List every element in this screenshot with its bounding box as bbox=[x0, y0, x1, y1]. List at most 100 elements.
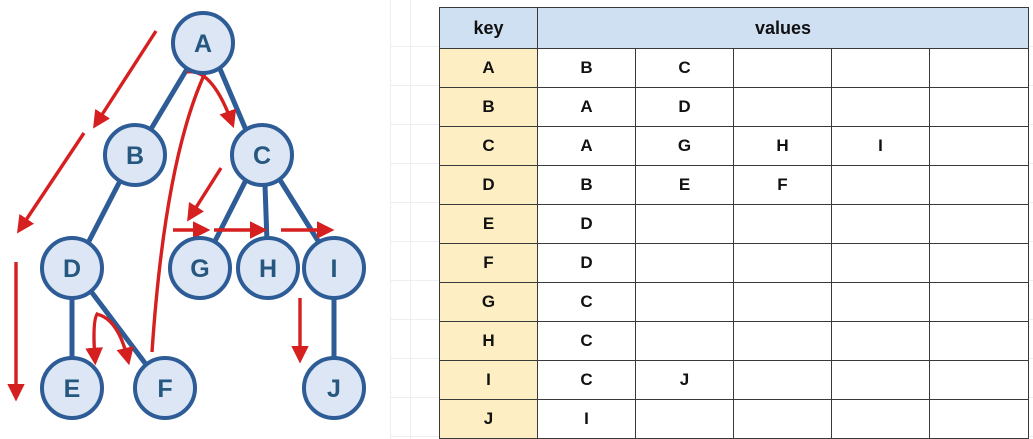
graph-node-d[interactable]: D bbox=[40, 236, 104, 300]
table-cell-value[interactable] bbox=[831, 87, 930, 127]
table-cell-value[interactable] bbox=[928, 282, 1030, 322]
table-cell-value[interactable] bbox=[831, 243, 930, 283]
graph-node-c[interactable]: C bbox=[230, 123, 294, 187]
table-cell-value[interactable] bbox=[831, 204, 930, 244]
edge-b-d bbox=[85, 178, 123, 246]
edge-c-i bbox=[277, 177, 323, 247]
table-cell-value[interactable] bbox=[733, 282, 832, 322]
table-cell-value[interactable]: H bbox=[733, 126, 832, 166]
table-cell-value[interactable] bbox=[635, 204, 734, 244]
table-cell-value[interactable] bbox=[831, 48, 930, 88]
graph-node-i-label: I bbox=[331, 255, 338, 283]
table-cell-value[interactable]: C bbox=[537, 360, 636, 400]
edge-c-g bbox=[211, 177, 249, 246]
graph-node-b[interactable]: B bbox=[103, 123, 167, 187]
table-cell-key[interactable]: H bbox=[439, 321, 538, 361]
graph-node-b-label: B bbox=[126, 142, 144, 170]
graph-node-i[interactable]: I bbox=[302, 236, 366, 300]
table-cell-value[interactable] bbox=[635, 282, 734, 322]
table-cell-value[interactable]: J bbox=[635, 360, 734, 400]
table-cell-key[interactable]: B bbox=[439, 87, 538, 127]
table-cell-value[interactable] bbox=[928, 87, 1030, 127]
table-cell-key[interactable]: D bbox=[439, 165, 538, 205]
table-cell-value[interactable]: F bbox=[733, 165, 832, 205]
table-cell-key[interactable]: G bbox=[439, 282, 538, 322]
table-cell-value[interactable]: E bbox=[635, 165, 734, 205]
table-cell-value[interactable] bbox=[831, 321, 930, 361]
table-cell-key[interactable]: J bbox=[439, 399, 538, 439]
table-cell-value[interactable]: B bbox=[537, 165, 636, 205]
table-cell-value[interactable] bbox=[928, 126, 1030, 166]
table-cell-value[interactable]: D bbox=[537, 204, 636, 244]
graph-node-a[interactable]: A bbox=[171, 11, 235, 75]
table-cell-value[interactable] bbox=[928, 243, 1030, 283]
table-cell-value[interactable]: I bbox=[831, 126, 930, 166]
table-cell-value[interactable] bbox=[928, 165, 1030, 205]
table-cell-value[interactable]: C bbox=[537, 321, 636, 361]
table-header-row: key values bbox=[439, 7, 1030, 49]
table-cell-value[interactable] bbox=[733, 204, 832, 244]
table-cell-value[interactable]: D bbox=[537, 243, 636, 283]
table-cell-value[interactable]: D bbox=[635, 87, 734, 127]
edge-a-b bbox=[148, 66, 190, 132]
table-cell-value[interactable] bbox=[831, 399, 930, 439]
table-cell-key[interactable]: C bbox=[439, 126, 538, 166]
sheet-gridline-vertical bbox=[410, 0, 411, 439]
table-cell-value[interactable]: A bbox=[537, 87, 636, 127]
graph-node-h[interactable]: H bbox=[236, 236, 300, 300]
graph-node-e-label: E bbox=[64, 375, 81, 403]
table-cell-value[interactable] bbox=[635, 399, 734, 439]
table-cell-value[interactable] bbox=[831, 282, 930, 322]
graph-node-e[interactable]: E bbox=[40, 356, 104, 420]
table-cell-value[interactable] bbox=[831, 165, 930, 205]
graph-node-j[interactable]: J bbox=[302, 356, 366, 420]
arrow-d-to-f-curve bbox=[85, 311, 103, 366]
table-cell-value[interactable]: C bbox=[635, 48, 734, 88]
table-cell-value[interactable] bbox=[928, 48, 1030, 88]
table-cell-value[interactable] bbox=[733, 399, 832, 439]
graph-node-f[interactable]: F bbox=[133, 356, 197, 420]
table-cell-value[interactable] bbox=[733, 48, 832, 88]
graph-node-d-label: D bbox=[63, 255, 81, 283]
table-cell-value[interactable] bbox=[928, 321, 1030, 361]
graph-node-a-label: A bbox=[194, 30, 212, 58]
table-cell-key[interactable]: A bbox=[439, 48, 538, 88]
edge-c-h bbox=[262, 182, 270, 245]
table-cell-value[interactable]: I bbox=[537, 399, 636, 439]
arrow-b-to-d-region bbox=[16, 132, 86, 234]
table-cell-key[interactable]: E bbox=[439, 204, 538, 244]
arrow-c-to-g-diagonal bbox=[187, 167, 223, 222]
graph-svg: A B C D G bbox=[7, 11, 366, 420]
table-cell-key[interactable]: I bbox=[439, 360, 538, 400]
table-cell-value[interactable] bbox=[733, 321, 832, 361]
table-cell-value[interactable]: A bbox=[537, 126, 636, 166]
table-cell-value[interactable] bbox=[635, 321, 734, 361]
table-cell-value[interactable] bbox=[928, 204, 1030, 244]
table-cell-value[interactable]: B bbox=[537, 48, 636, 88]
table-cell-value[interactable] bbox=[733, 87, 832, 127]
traversal-arrows bbox=[7, 30, 335, 402]
table-cell-value[interactable] bbox=[831, 360, 930, 400]
table-cell-value[interactable] bbox=[733, 360, 832, 400]
header-cell-key: key bbox=[439, 7, 538, 49]
table-cell-value[interactable]: G bbox=[635, 126, 734, 166]
graph-node-g[interactable]: G bbox=[168, 236, 232, 300]
table-cell-value[interactable] bbox=[928, 399, 1030, 439]
table-cell-value[interactable] bbox=[635, 243, 734, 283]
table-cell-value[interactable]: C bbox=[537, 282, 636, 322]
table-cell-key[interactable]: F bbox=[439, 243, 538, 283]
table-cell-value[interactable] bbox=[928, 360, 1030, 400]
table-cell-value[interactable] bbox=[733, 243, 832, 283]
